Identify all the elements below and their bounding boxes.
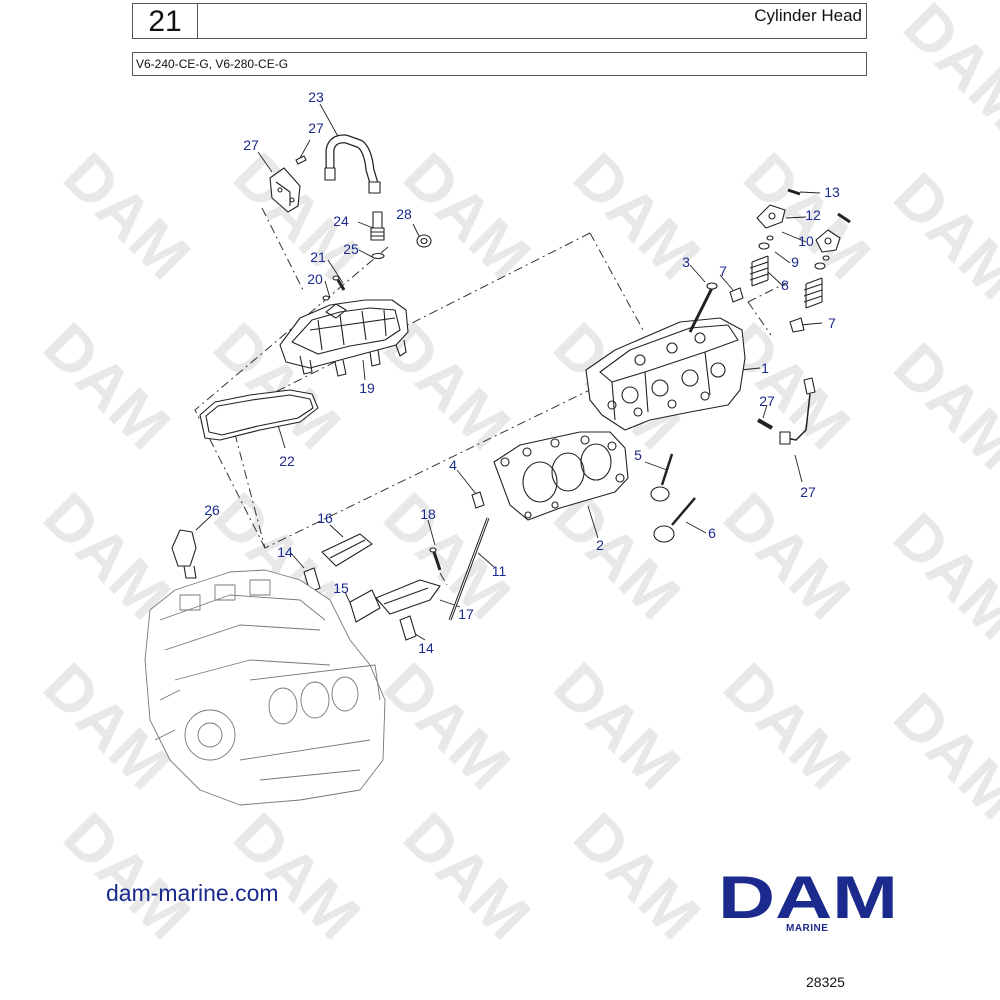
pushrod-part <box>448 517 490 621</box>
head-gasket-part <box>493 431 629 521</box>
watermark: DAM <box>370 649 524 803</box>
callout-25: 25 <box>343 241 359 257</box>
bracket-part <box>269 155 307 213</box>
callout-11: 11 <box>492 563 507 579</box>
callout-24: 24 <box>333 213 349 229</box>
callout-23: 23 <box>308 89 324 105</box>
callout-1: 1 <box>761 360 769 376</box>
callout-8: 8 <box>781 277 789 293</box>
watermark: DAM <box>880 679 1000 833</box>
cover-gasket-part <box>199 389 319 441</box>
sensor-part <box>370 211 432 260</box>
callout-6: 6 <box>708 525 716 541</box>
brand-sub: MARINE <box>786 923 829 934</box>
watermark: DAM <box>560 799 714 953</box>
watermark: DAM <box>880 499 1000 653</box>
models-box: V6-240-CE-G, V6-280-CE-G <box>132 52 867 76</box>
valve-retainer-part <box>758 235 830 270</box>
hose-part <box>324 134 381 194</box>
callout-19: 19 <box>359 380 375 396</box>
callout-15: 15 <box>333 580 349 596</box>
watermark: DAM <box>710 649 864 803</box>
rocker-arm-part <box>756 188 851 253</box>
valve-cover-part <box>279 299 409 377</box>
watermark: DAM <box>710 479 864 633</box>
watermark: DAM <box>30 309 184 463</box>
valve-part <box>650 453 696 543</box>
leader-lines <box>195 103 823 641</box>
model-list: V6-240-CE-G, V6-280-CE-G <box>136 57 289 71</box>
watermark: DAM <box>390 799 544 953</box>
page-title: Cylinder Head <box>754 6 862 25</box>
drawing-number: 28325 <box>806 974 845 990</box>
callout-13: 13 <box>824 184 840 200</box>
brand-logo: DAM <box>718 872 898 920</box>
watermark: DAM <box>50 799 204 953</box>
callout-27: 27 <box>243 137 259 153</box>
callout-7: 7 <box>719 263 727 279</box>
watermark: DAM <box>880 159 1000 313</box>
callout-14: 14 <box>418 640 434 656</box>
callout-22: 22 <box>279 453 295 469</box>
head-bolt-part <box>688 282 718 333</box>
callout-4: 4 <box>449 457 457 473</box>
bolt-part <box>322 275 346 301</box>
water-elbow-part <box>171 529 197 579</box>
valve-spring-part <box>749 255 823 309</box>
callout-5: 5 <box>634 447 642 463</box>
parts-art <box>144 134 851 806</box>
callout-10: 10 <box>798 233 814 249</box>
callout-14: 14 <box>277 544 293 560</box>
watermark: DAM <box>560 139 714 293</box>
callout-27: 27 <box>800 484 816 500</box>
callout-26: 26 <box>204 502 220 518</box>
callout-16: 16 <box>317 510 333 526</box>
callout-2: 2 <box>596 537 604 553</box>
lifter-part <box>303 533 442 641</box>
watermark: DAM <box>540 649 694 803</box>
watermark: DAM <box>50 139 204 293</box>
callout-12: 12 <box>805 207 821 223</box>
callout-labels: 23 27 27 24 28 25 21 20 19 22 13 12 10 9… <box>204 89 840 656</box>
cylinder-head-part <box>585 317 746 431</box>
callout-7: 7 <box>828 315 836 331</box>
callout-20: 20 <box>307 271 323 287</box>
callout-17: 17 <box>458 606 474 622</box>
website-link[interactable]: dam-marine.com <box>106 880 279 906</box>
watermark: DAM <box>390 139 544 293</box>
watermark: DAM <box>880 329 1000 483</box>
callout-27: 27 <box>308 120 324 136</box>
callout-3: 3 <box>682 254 690 270</box>
brand-logo-text: DAM <box>718 872 898 920</box>
title-box: Cylinder Head <box>198 3 867 39</box>
engine-block-part <box>144 569 386 806</box>
valve-seal-part <box>729 287 805 333</box>
watermark: DAM <box>890 0 1000 143</box>
temp-sensor-part <box>757 377 816 445</box>
watermark: DAM <box>220 799 374 953</box>
dowel-part <box>471 491 485 509</box>
callout-21: 21 <box>310 249 326 265</box>
callout-9: 9 <box>791 254 799 270</box>
callout-28: 28 <box>396 206 412 222</box>
callout-18: 18 <box>420 506 436 522</box>
section-number: 21 <box>132 3 198 39</box>
callout-27: 27 <box>759 393 775 409</box>
